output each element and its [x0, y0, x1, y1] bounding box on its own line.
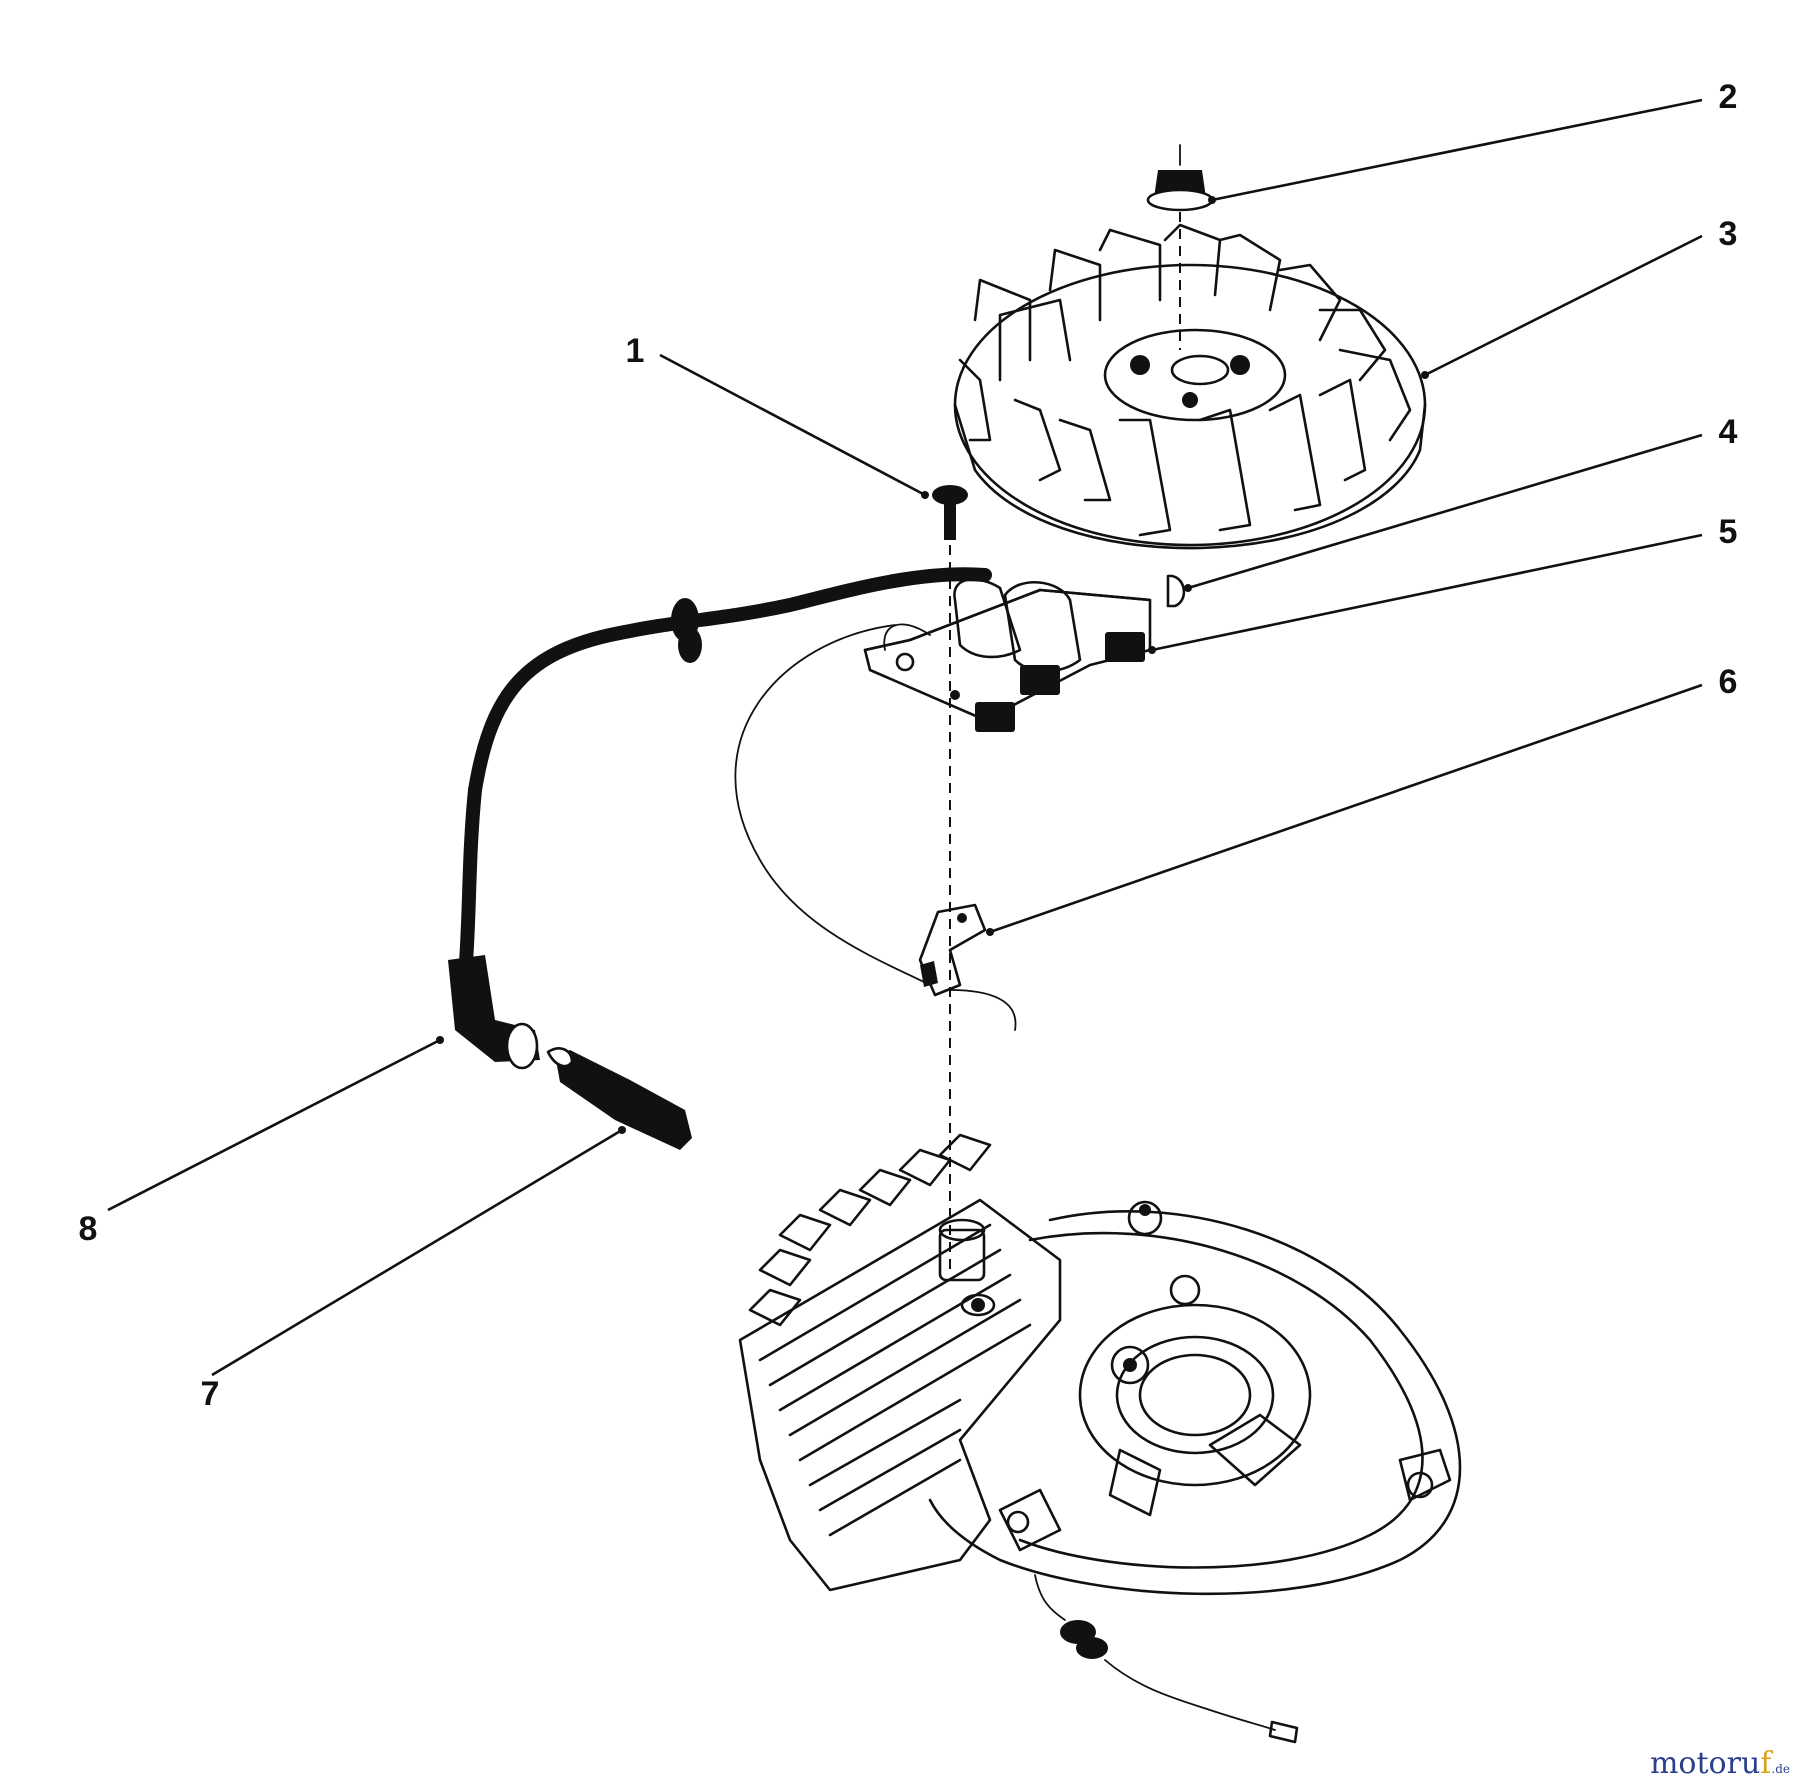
ignition-module-icon	[734, 578, 1152, 986]
leader-2	[1211, 98, 1703, 202]
callout-7: 7	[201, 1375, 220, 1413]
callout-2: 2	[1719, 78, 1738, 116]
flange-nut-icon	[1146, 144, 1214, 350]
leader-7	[211, 1128, 623, 1377]
callout-3: 3	[1719, 215, 1738, 253]
callout-1: 1	[626, 332, 645, 370]
watermark-accent: f	[1760, 1746, 1772, 1781]
spark-plug-boot-icon	[448, 567, 992, 1070]
screw-icon	[932, 485, 968, 1270]
watermark-main: motoru	[1649, 1746, 1761, 1781]
spark-plug-icon	[546, 1047, 692, 1150]
leader-1	[659, 353, 926, 497]
callout-4: 4	[1719, 413, 1738, 451]
leader-8	[107, 1038, 441, 1212]
leader-4	[1187, 433, 1703, 590]
callout-labels: 1 2 3 4 5 6 7 8	[79, 78, 1738, 1413]
woodruff-key-icon	[1166, 574, 1186, 608]
flywheel-icon	[953, 223, 1427, 550]
ground-clip-icon	[918, 903, 1017, 1031]
leader-6	[989, 683, 1703, 934]
watermark-logo: motoruf.de	[1650, 1746, 1790, 1781]
leader-5	[1151, 533, 1703, 652]
callout-8: 8	[79, 1210, 98, 1248]
leader-3	[1424, 234, 1703, 377]
leader-lines	[107, 98, 1703, 1377]
callout-5: 5	[1719, 513, 1738, 551]
watermark-tld: .de	[1771, 1762, 1790, 1776]
engine-block-icon	[738, 1133, 1462, 1744]
callout-6: 6	[1719, 663, 1738, 701]
